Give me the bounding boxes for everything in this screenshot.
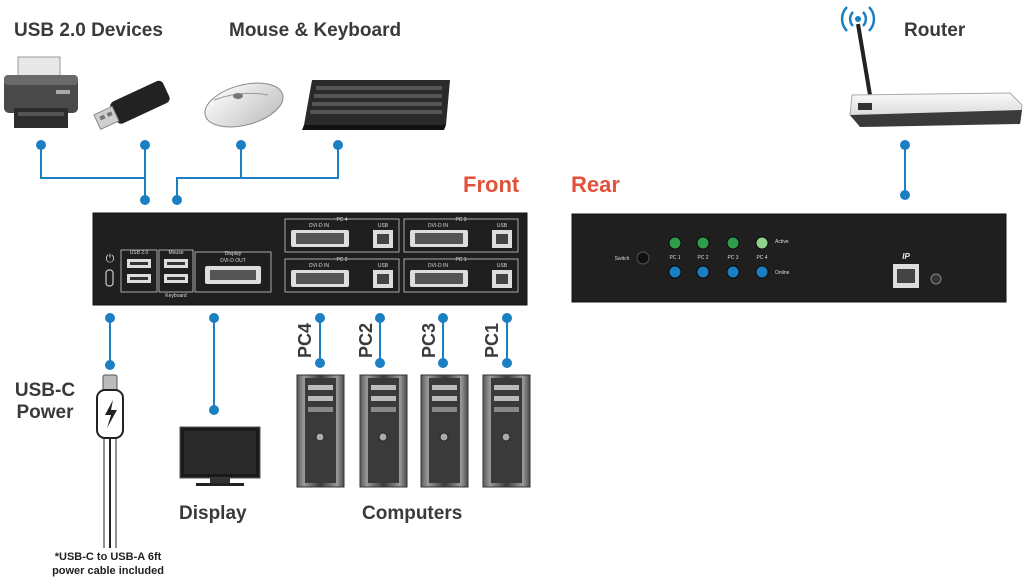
pc-port-boxes: PC 4 DVI-D IN USB PC 3 DVI-D IN USB PC 2 DVI-D …	[284, 217, 519, 293]
computer-tower: PC2	[356, 323, 408, 488]
dvi-in-label: DVI-D IN	[309, 263, 329, 269]
active-led	[726, 236, 740, 250]
pc-port-label: PC 2	[336, 257, 347, 263]
printer-icon	[4, 56, 78, 128]
dvi-in-label: DVI-D IN	[428, 263, 448, 269]
front-keyboard-label: Keyboard	[165, 293, 187, 299]
computer-label: PC1	[482, 323, 502, 358]
computer-tower: PC4	[295, 323, 345, 488]
usbc-power-label: USB-C Power	[14, 380, 76, 424]
cable-note: *USB-C to USB-A 6ft power cable included	[52, 551, 164, 577]
rear-ip-label: IP	[902, 252, 910, 261]
usb-label: USB	[378, 263, 389, 269]
pc-port-label: PC 1	[455, 257, 466, 263]
computer-label: PC2	[356, 323, 376, 358]
kvm-rear-panel: Switch PC 1 PC 2 PC 3 PC 4 Active Online IP	[571, 213, 1007, 303]
connection-lines	[40, 145, 906, 410]
rear-pc-label: PC 2	[697, 255, 708, 261]
front-label: Front	[463, 172, 520, 197]
mouse-keyboard-label: Mouse & Keyboard	[229, 20, 402, 41]
pc-port-box: PC 3 DVI-D IN USB	[403, 217, 519, 253]
usbc-power-line2: Power	[16, 402, 74, 423]
mouse-icon	[204, 82, 284, 128]
usb-label: USB	[497, 223, 508, 229]
rear-label: Rear	[571, 172, 620, 197]
active-led	[755, 236, 769, 250]
usb-label: USB	[497, 263, 508, 269]
rear-pc-label: PC 4	[756, 255, 767, 261]
display-monitor-icon	[179, 426, 261, 486]
usb-stick-icon	[93, 80, 170, 131]
usbc-power-line1: USB-C	[14, 380, 76, 401]
display-label: Display	[179, 503, 247, 524]
front-dvi-out-label: DVI-D OUT	[220, 258, 246, 264]
rear-led-grid: PC 1 PC 2 PC 3 PC 4	[668, 236, 769, 279]
usb-devices-label: USB 2.0 Devices	[14, 20, 163, 41]
rear-pc-label: PC 1	[669, 255, 680, 261]
online-led	[755, 265, 769, 279]
dvi-in-label: DVI-D IN	[428, 223, 448, 229]
pc-port-box: PC 4 DVI-D IN USB	[284, 217, 400, 253]
usbc-port	[105, 269, 114, 287]
computer-tower: PC1	[482, 323, 531, 488]
pc-port-label: PC 3	[455, 217, 466, 223]
active-led	[696, 236, 710, 250]
front-display-label: Display	[225, 251, 242, 257]
computer-label: PC4	[295, 323, 315, 358]
kvm-front-panel: ⏻ USB 2.0 Mouse Keyboard Display DVI-D O…	[92, 212, 528, 306]
router-label: Router	[904, 20, 966, 41]
computer-towers: PC4 PC2 PC3 PC1	[295, 323, 531, 488]
front-usb20-label: USB 2.0	[130, 250, 149, 256]
front-mouse-label: Mouse	[168, 250, 183, 256]
rear-active-label: Active	[775, 239, 789, 245]
online-led	[726, 265, 740, 279]
pc-port-box: PC 1 DVI-D IN USB	[403, 257, 519, 293]
keyboard-icon	[302, 80, 450, 130]
audio-jack	[930, 273, 942, 285]
online-led	[668, 265, 682, 279]
rear-pc-label: PC 3	[727, 255, 738, 261]
active-led	[668, 236, 682, 250]
computer-label: PC3	[419, 323, 439, 358]
power-icon: ⏻	[106, 253, 115, 265]
usbc-cable-icon	[96, 374, 124, 548]
usb-label: USB	[378, 223, 389, 229]
rear-switch-label: Switch	[615, 256, 630, 262]
computers-label: Computers	[362, 503, 463, 524]
connection-dots	[36, 140, 910, 415]
switch-button	[636, 251, 650, 265]
rear-online-label: Online	[775, 270, 790, 276]
dvi-in-label: DVI-D IN	[309, 223, 329, 229]
pc-port-box: PC 2 DVI-D IN USB	[284, 257, 400, 293]
computer-tower: PC3	[419, 323, 469, 488]
router-icon	[840, 6, 1023, 127]
pc-port-label: PC 4	[336, 217, 347, 223]
online-led	[696, 265, 710, 279]
